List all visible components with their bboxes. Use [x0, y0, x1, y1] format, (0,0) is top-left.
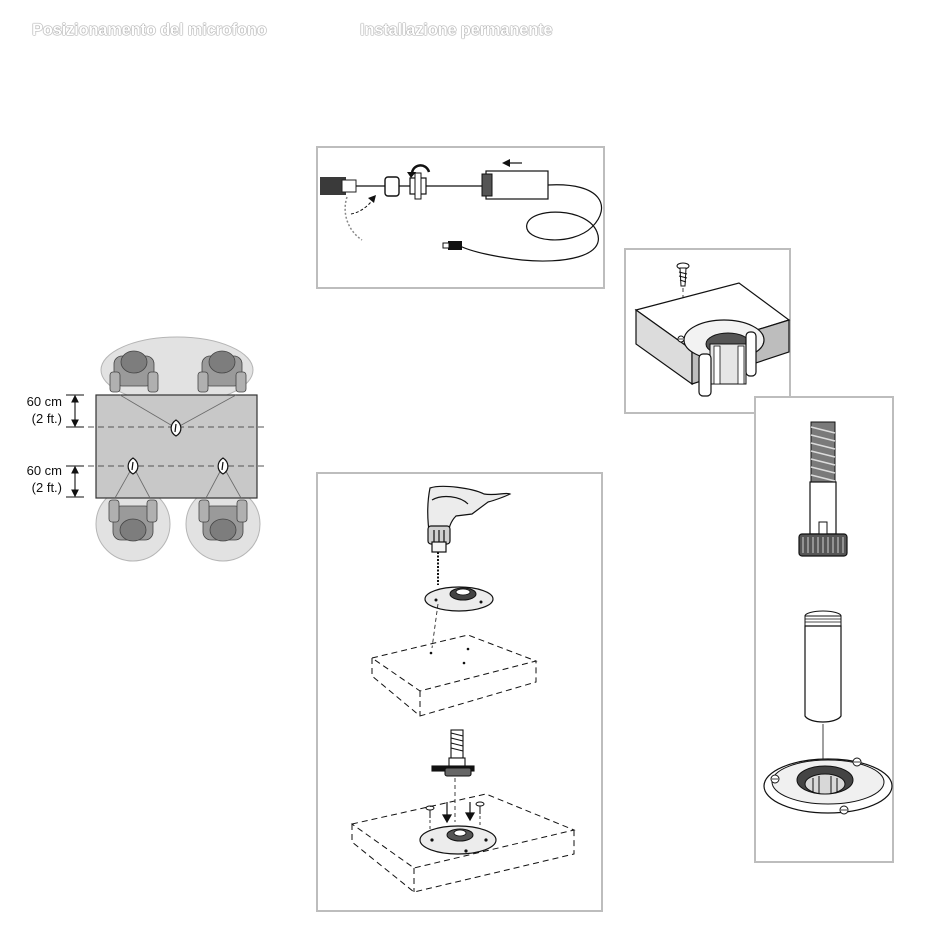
cable-connection-panel	[316, 146, 605, 289]
person-bottom-left	[109, 500, 157, 541]
stand-detail-panel	[754, 396, 894, 863]
drilling-mounting-panel	[316, 472, 603, 912]
cable-connection-illustration	[318, 148, 607, 291]
person-top-right	[198, 351, 246, 392]
table-mount-cutaway-illustration	[626, 250, 793, 416]
table-mount-cutaway-panel	[624, 248, 791, 414]
microphone-left	[128, 458, 138, 474]
microphone-right	[218, 458, 228, 474]
person-bottom-right	[199, 500, 247, 541]
person-top-left	[110, 351, 158, 392]
stand-detail-illustration	[756, 398, 896, 865]
conference-table	[96, 395, 257, 498]
microphone-center	[171, 420, 181, 436]
dimension-arrow-top	[66, 395, 84, 427]
dimension-arrow-bottom	[66, 466, 84, 497]
drilling-mounting-illustration	[318, 474, 605, 914]
